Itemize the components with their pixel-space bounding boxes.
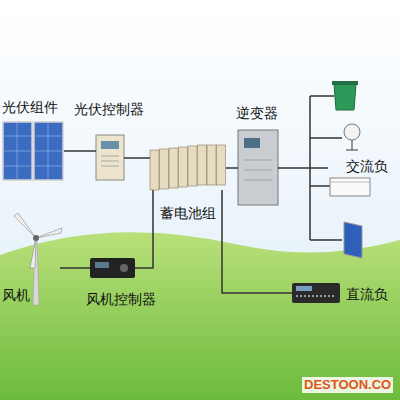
component-label: 光伏组件 bbox=[2, 98, 58, 116]
component-label: 光伏控制器 bbox=[74, 100, 144, 118]
wire bbox=[60, 268, 90, 269]
component-label: 交流负 bbox=[346, 157, 388, 175]
inverter-cabinet bbox=[238, 130, 278, 205]
component-label: 蓄电池组 bbox=[160, 204, 216, 222]
battery-node: 蓄电池组 bbox=[150, 145, 226, 190]
component-label: 风机 bbox=[2, 286, 30, 304]
wire-line bbox=[124, 157, 150, 159]
dc-load-node: 直流负 bbox=[292, 283, 340, 303]
wire-line bbox=[64, 150, 96, 152]
wind-turbine-node: 风机 bbox=[10, 200, 60, 305]
wire bbox=[64, 151, 96, 152]
inverter-node: 逆变器 bbox=[238, 130, 278, 205]
ac-load-node: 交流负 bbox=[328, 80, 374, 260]
wire-line bbox=[278, 167, 328, 169]
wire-line bbox=[135, 190, 153, 268]
wind-controller bbox=[90, 258, 135, 278]
wire bbox=[135, 190, 153, 268]
battery-bank bbox=[150, 145, 226, 190]
solar-module: 光伏组件 bbox=[2, 120, 64, 182]
component-label: 直流负 bbox=[346, 285, 388, 303]
watermark: DESTOON.CO bbox=[302, 377, 393, 393]
wire bbox=[124, 158, 150, 159]
wire bbox=[222, 190, 292, 293]
pv-controller bbox=[96, 135, 124, 180]
wire-line bbox=[226, 167, 238, 169]
hill bbox=[0, 232, 400, 400]
component-label: 风机控制器 bbox=[86, 290, 156, 308]
dc-device bbox=[292, 283, 340, 303]
solar-panels bbox=[3, 122, 63, 180]
wire bbox=[226, 168, 238, 169]
pv-controller-node: 光伏控制器 bbox=[96, 135, 124, 180]
wind-controller-node: 风机控制器 bbox=[90, 258, 135, 278]
wire-line bbox=[60, 267, 90, 269]
component-label: 逆变器 bbox=[236, 104, 278, 122]
wire bbox=[278, 168, 328, 169]
wire-line bbox=[222, 190, 292, 293]
